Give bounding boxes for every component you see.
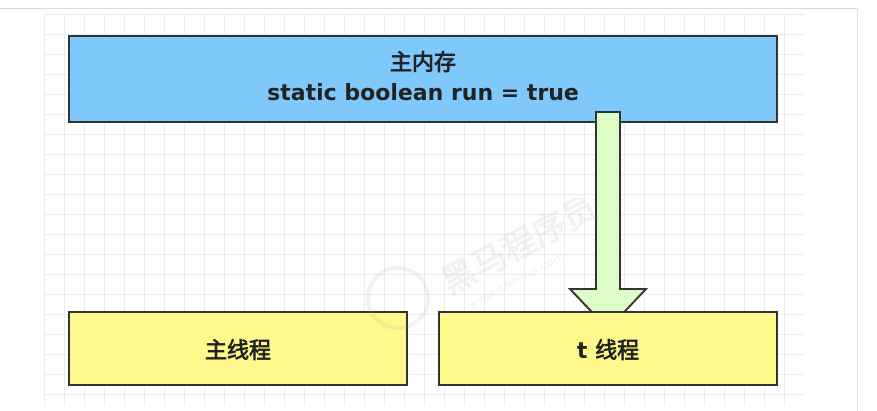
read-arrow bbox=[568, 111, 648, 331]
right-divider bbox=[857, 8, 858, 411]
main-memory-title: 主内存 bbox=[389, 51, 456, 76]
top-divider bbox=[0, 8, 858, 9]
main-memory-code: static boolean run = true bbox=[267, 81, 579, 106]
main-thread-label: 主线程 bbox=[204, 338, 271, 364]
main-thread-box: 主线程 bbox=[68, 311, 408, 386]
main-memory-box: 主内存 static boolean run = true bbox=[68, 35, 778, 123]
arrow-shape bbox=[568, 111, 648, 331]
t-thread-label: t 线程 bbox=[576, 338, 640, 364]
t-thread-box: t 线程 bbox=[438, 311, 778, 386]
